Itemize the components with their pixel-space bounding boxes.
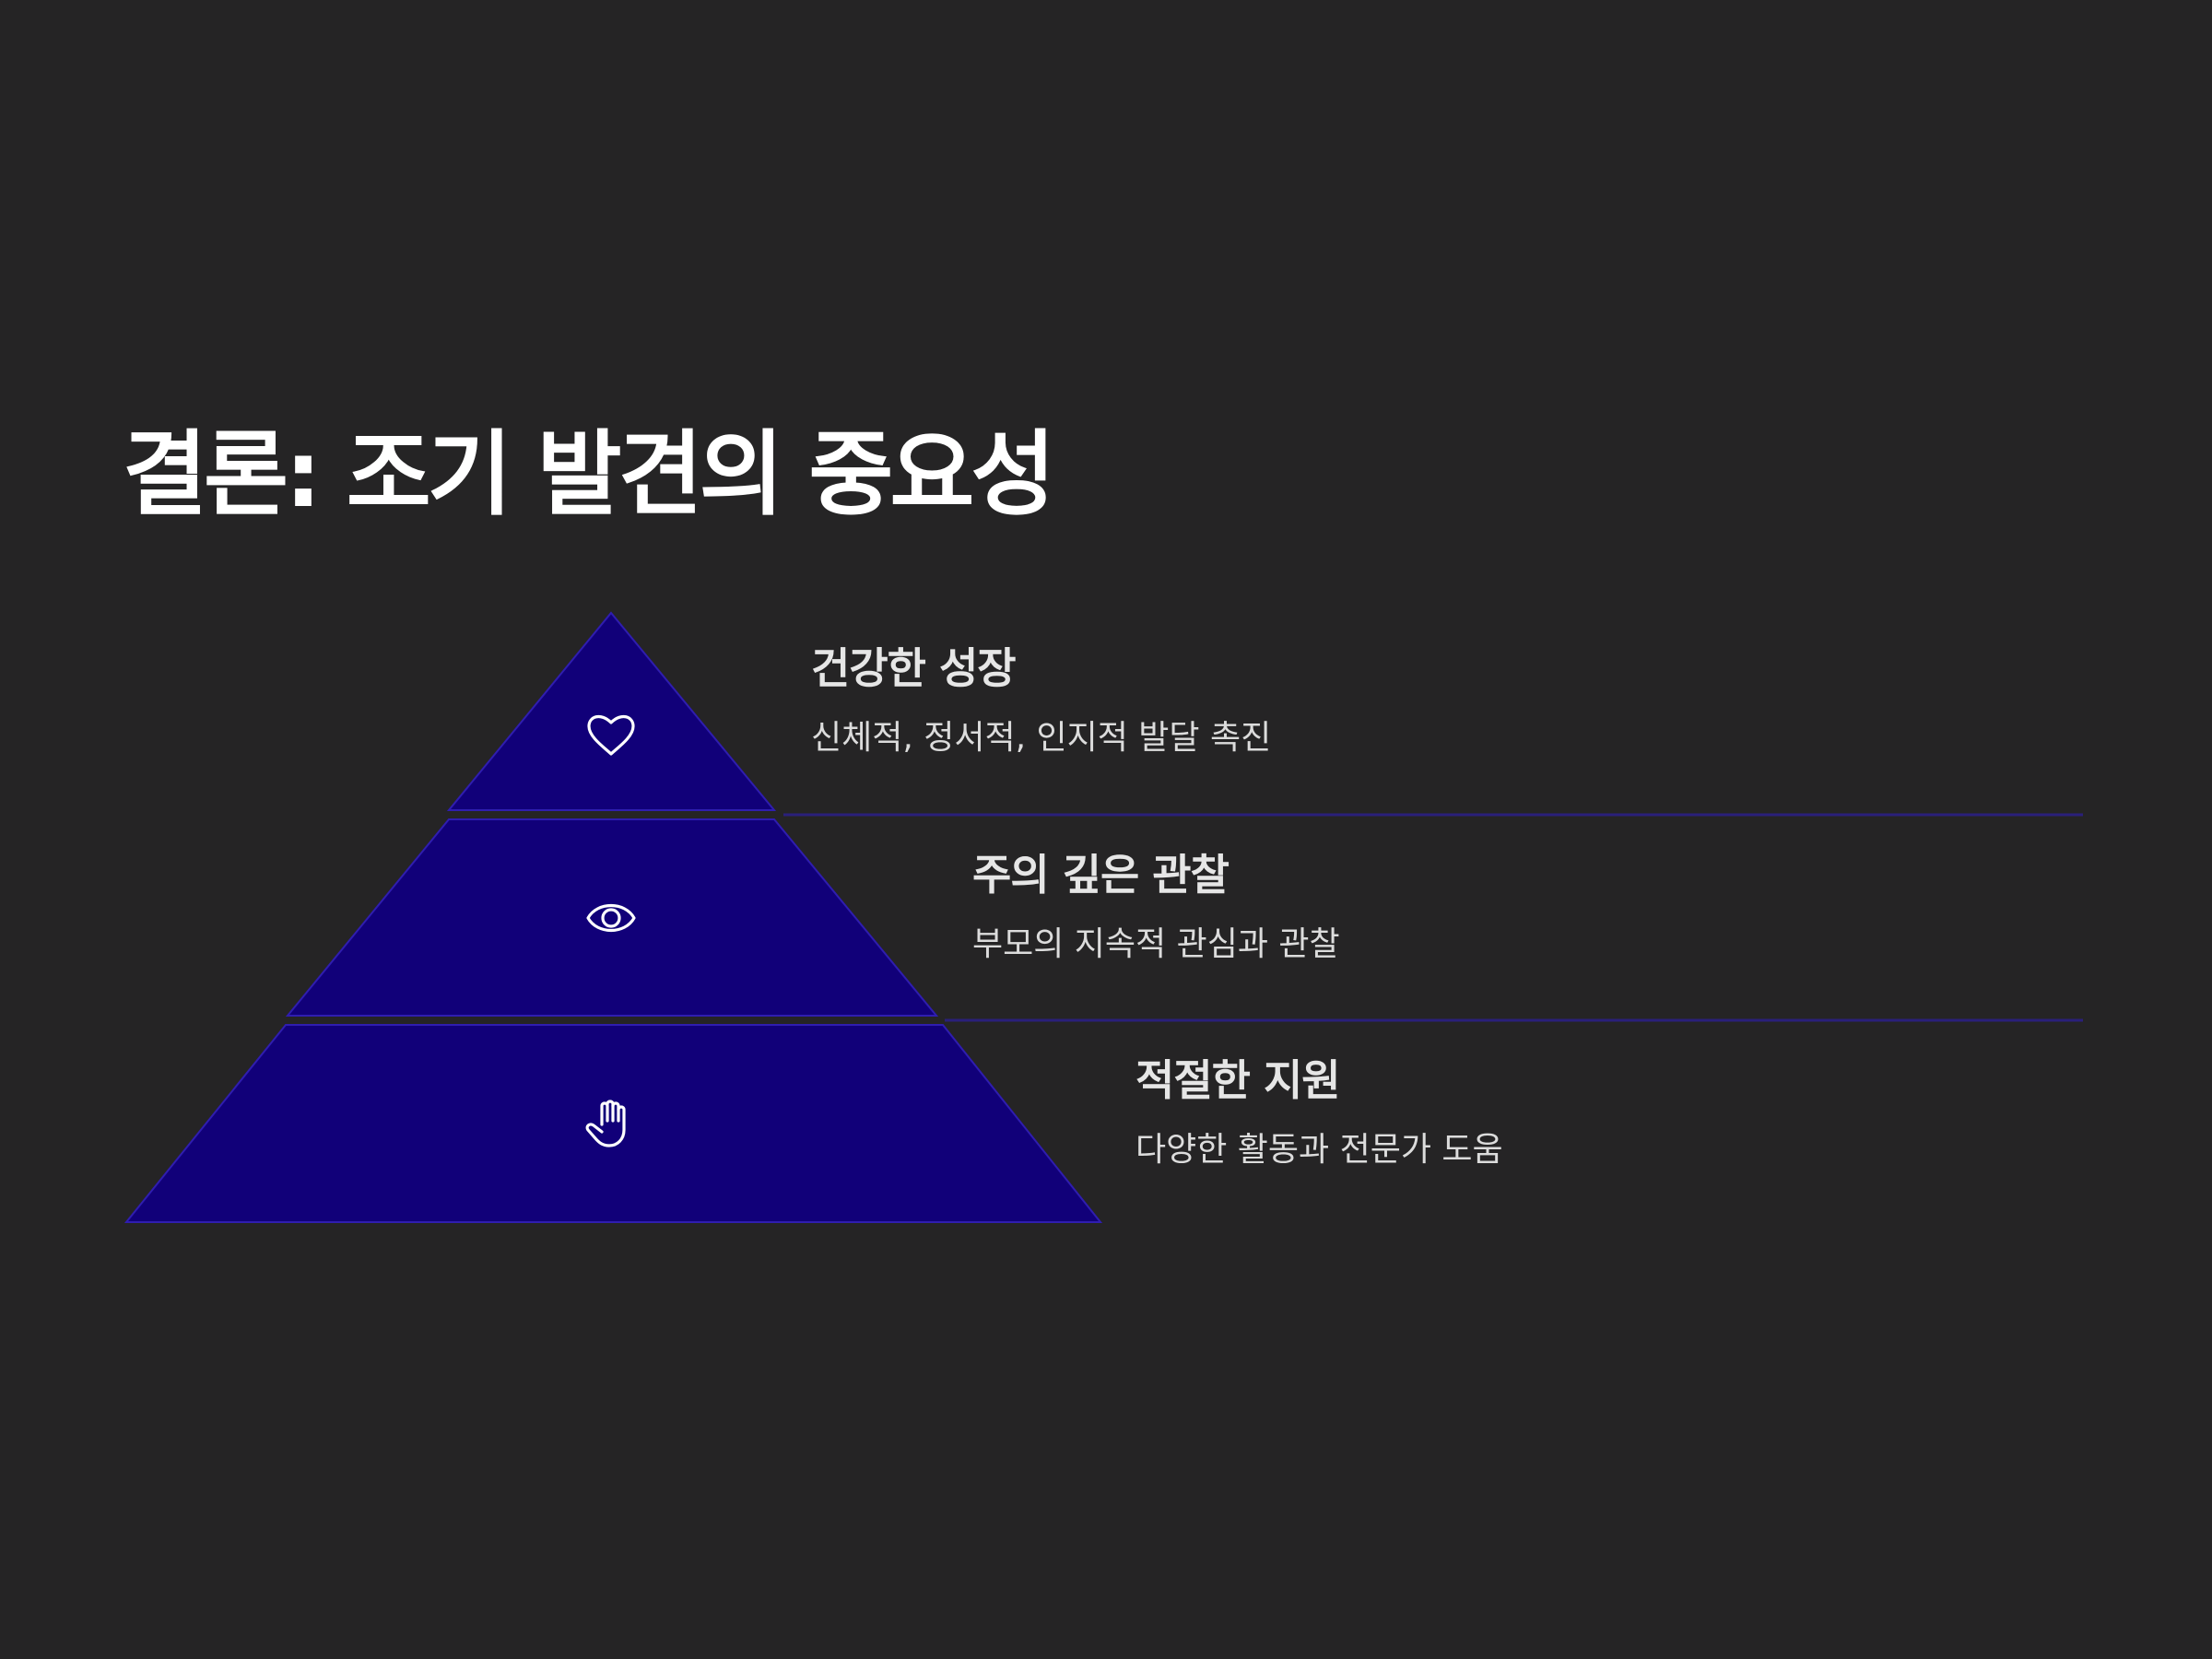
pyramid-tier-top bbox=[446, 611, 777, 811]
tier-text-top: 건강한 성장 신체적, 정서적, 인지적 발달 촉진 bbox=[811, 643, 2009, 758]
tier-text-bottom: 적절한 지원 다양한 활동과 전문가 도움 bbox=[1135, 1055, 2212, 1170]
page-title: 결론: 조기 발견의 중요성 bbox=[123, 420, 1055, 528]
tier-description: 다양한 활동과 전문가 도움 bbox=[1135, 1131, 1503, 1170]
hand-icon bbox=[585, 1100, 626, 1147]
tier-description: 신체적, 정서적, 인지적 발달 촉진 bbox=[811, 719, 1272, 758]
tier-heading: 적절한 지원 bbox=[1135, 1055, 1341, 1105]
pyramid-tier-middle bbox=[285, 818, 939, 1017]
tier-text-middle: 주의 깊은 관찰 부모의 지속적 관심과 관찰 bbox=[972, 850, 2171, 964]
eye-icon bbox=[586, 904, 636, 932]
tier-heading: 건강한 성장 bbox=[811, 643, 1017, 693]
heart-icon bbox=[587, 714, 635, 756]
pyramid-tier-bottom bbox=[124, 1024, 1103, 1223]
tier-description: 부모의 지속적 관심과 관찰 bbox=[972, 925, 1340, 964]
tier-heading: 주의 깊은 관찰 bbox=[972, 850, 1230, 900]
